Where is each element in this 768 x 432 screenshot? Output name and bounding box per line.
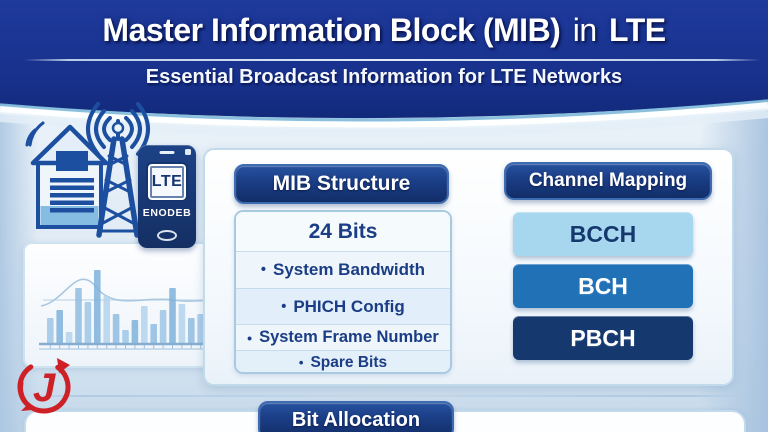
mib-field-label: System Bandwidth	[272, 260, 426, 279]
signal-waves-icon	[25, 121, 45, 147]
j-logo-icon: J	[17, 358, 71, 414]
mib-size-row: 24 Bits	[236, 212, 450, 251]
title-main: Master Information Block (MIB)	[102, 12, 561, 48]
main-panel: MIB Structure 24 Bits •System Bandwidth …	[203, 148, 734, 386]
title-connector: in	[572, 12, 597, 48]
logo-letter: J	[33, 366, 56, 410]
broadcast-arcs-icon	[86, 102, 150, 156]
phone-lte-badge: LTE	[146, 162, 188, 202]
network-illustration	[25, 102, 150, 238]
decorative-chart-panel	[23, 242, 237, 368]
mib-field-row: • Spare Bits	[236, 350, 450, 372]
mib-field-row: • System Bandwidth	[236, 251, 450, 288]
bullet-icon: •	[298, 355, 304, 370]
mib-field-label: Spare Bits	[310, 353, 388, 371]
title-suffix: LTE	[609, 12, 666, 48]
enodeb-label: ENODEB	[142, 207, 192, 219]
page-subtitle: Essential Broadcast Information for LTE …	[145, 66, 623, 88]
house-icon	[30, 124, 109, 229]
bullet-icon: •	[281, 298, 287, 315]
mib-field-label: PHICH Config	[293, 296, 405, 316]
title-divider	[24, 59, 760, 61]
channel-box-bch: BCH	[513, 264, 693, 308]
channel-box-bcch: BCCH	[513, 212, 693, 256]
mib-structure-header: MIB Structure	[234, 164, 449, 204]
smartphone-icon: LTE ENODEB	[138, 145, 196, 248]
mib-field-row: • System Frame Number	[236, 324, 450, 350]
mib-field-label: System Frame Number	[259, 328, 439, 346]
channel-box-pbch: PBCH	[513, 316, 693, 360]
mib-field-row: • PHICH Config	[236, 288, 450, 324]
bit-allocation-header: Bit Allocation	[258, 401, 454, 432]
phone-camera-icon	[185, 149, 191, 155]
bullet-icon: •	[260, 262, 266, 278]
channel-mapping-header: Channel Mapping	[504, 162, 712, 200]
phone-speaker-icon	[159, 151, 175, 154]
page-title: Master Information Block (MIB) in LTE	[0, 12, 768, 49]
mib-size-label: 24 Bits	[308, 219, 378, 243]
mib-structure-table: 24 Bits •System Bandwidth •PHICH Config …	[234, 210, 452, 374]
phone-home-button-icon	[157, 230, 177, 241]
cell-tower-icon	[86, 102, 150, 238]
bullet-icon: •	[247, 329, 253, 346]
section-divider	[23, 395, 746, 397]
